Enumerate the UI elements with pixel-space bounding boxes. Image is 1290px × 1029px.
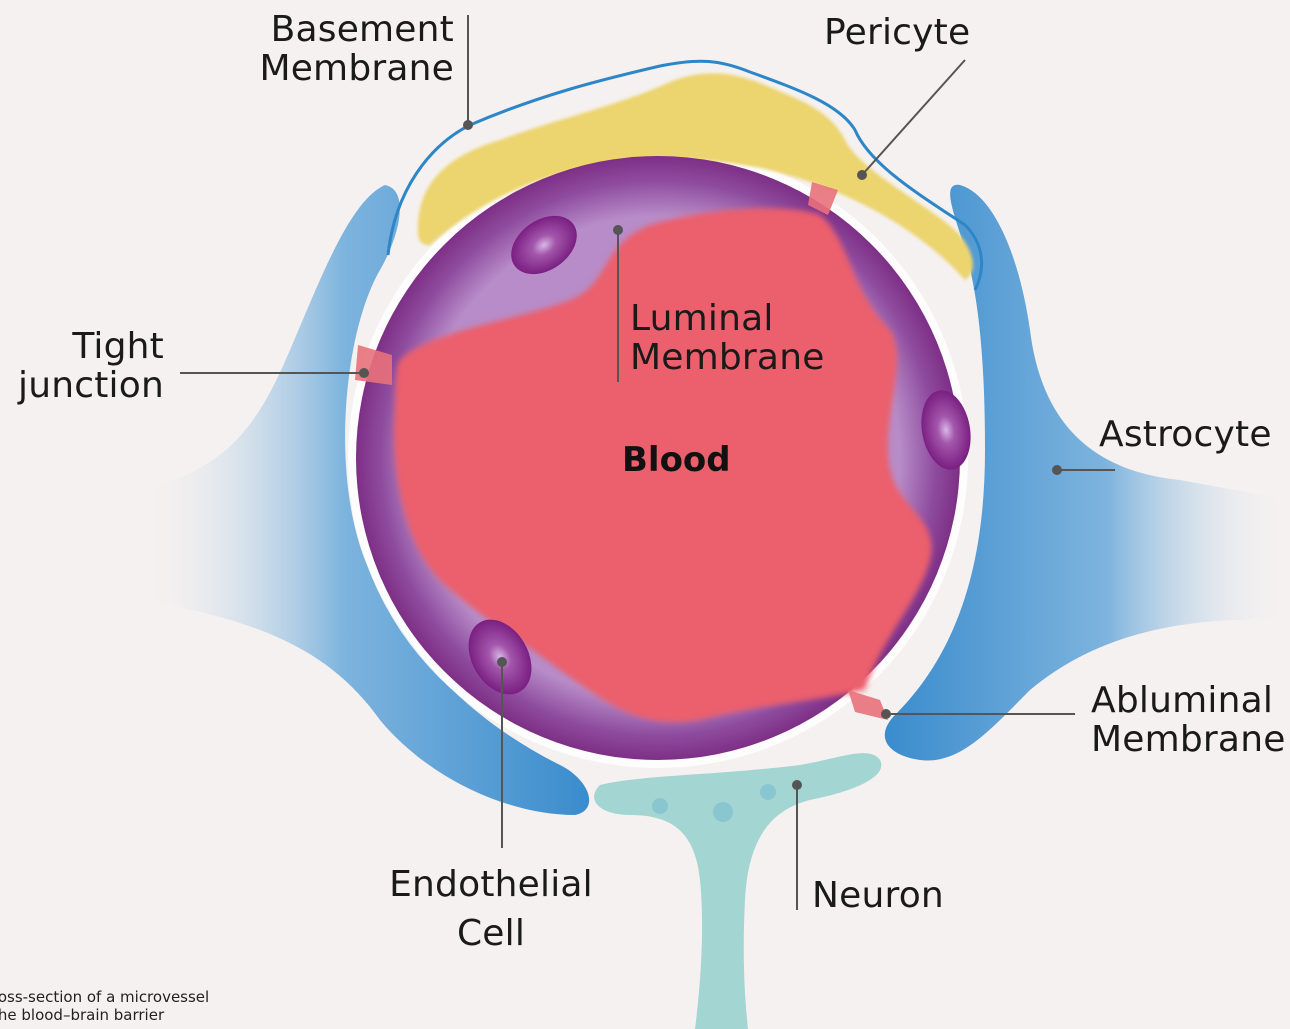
label-luminal-line2: Membrane xyxy=(630,339,825,378)
label-endothelial-line2: Cell xyxy=(388,915,594,954)
neuron-vesicle xyxy=(713,802,733,822)
label-tight-line1: Tight xyxy=(18,328,164,367)
label-basement-line2: Membrane xyxy=(259,50,454,89)
label-abluminal-line2: Membrane xyxy=(1091,721,1286,760)
leader-dot-endothelial xyxy=(498,658,506,666)
label-pericyte: Pericyte xyxy=(824,14,970,53)
leader-dot-abluminal xyxy=(882,710,890,718)
leader-dot-luminal xyxy=(614,226,622,234)
label-abluminal-line1: Abluminal xyxy=(1091,682,1286,721)
label-endothelial-line1: Endothelial xyxy=(388,866,594,905)
label-abluminal-membrane: Abluminal Membrane xyxy=(1091,682,1286,760)
label-neuron-text: Neuron xyxy=(812,877,944,916)
leader-dot-astrocyte xyxy=(1053,466,1061,474)
label-endothelial-cell: Endothelial Cell xyxy=(388,866,594,954)
leader-dot-basement xyxy=(464,121,472,129)
label-tight-junction: Tight junction xyxy=(18,328,164,406)
neuron-vesicle xyxy=(652,798,668,814)
label-astrocyte: Astrocyte xyxy=(1099,416,1272,455)
label-neuron: Neuron xyxy=(812,877,944,916)
caption-line1: ross-section of a microvessel xyxy=(0,988,209,1006)
label-basement-line1: Basement xyxy=(259,11,454,50)
label-luminal-membrane: Luminal Membrane xyxy=(630,300,825,378)
label-basement-membrane: Basement Membrane xyxy=(259,11,454,89)
label-tight-line2: junction xyxy=(18,367,164,406)
neuron-vesicle xyxy=(760,784,776,800)
label-astrocyte-text: Astrocyte xyxy=(1099,416,1272,455)
leader-pericyte xyxy=(862,60,965,175)
label-luminal-line1: Luminal xyxy=(630,300,825,339)
leader-dot-pericyte xyxy=(858,171,866,179)
label-pericyte-text: Pericyte xyxy=(824,14,970,53)
leader-dot-tight xyxy=(360,369,368,377)
caption-line2: the blood–brain barrier xyxy=(0,1006,209,1024)
label-blood: Blood xyxy=(622,440,731,480)
figure-caption: ross-section of a microvessel the blood–… xyxy=(0,988,209,1024)
leader-dot-neuron xyxy=(793,781,801,789)
